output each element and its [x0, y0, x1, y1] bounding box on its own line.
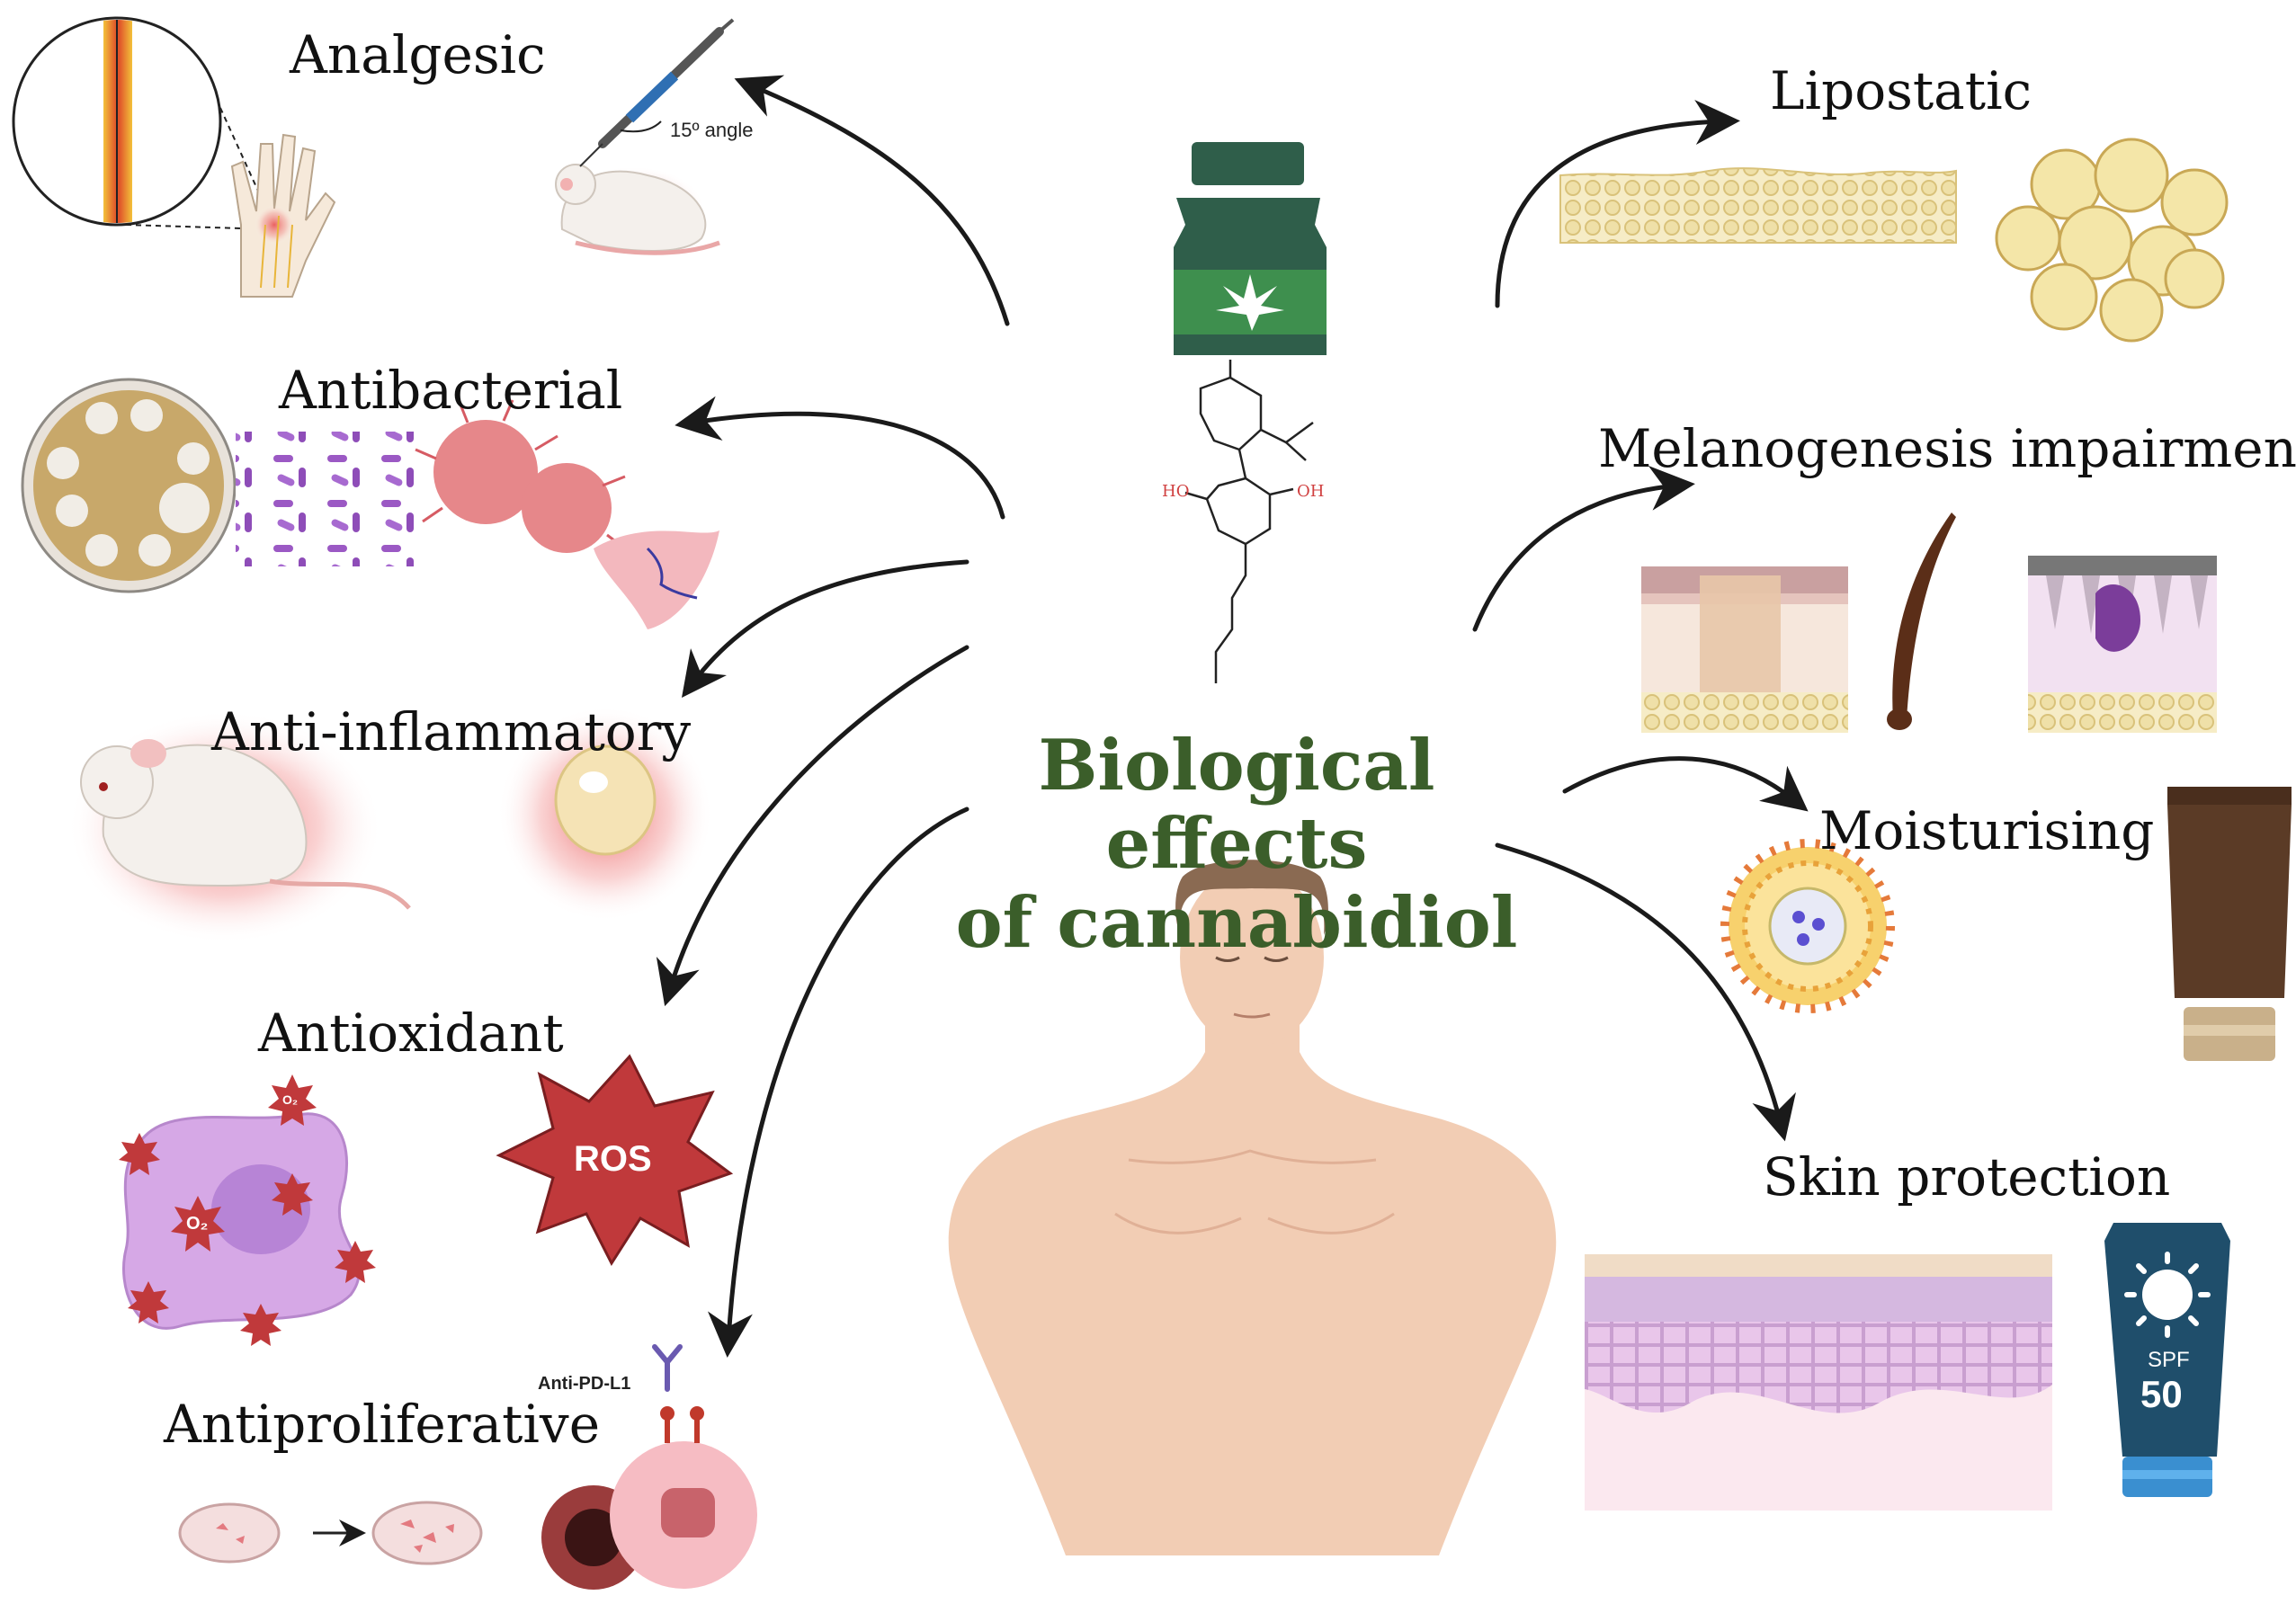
antibacterial-illustration: [21, 378, 719, 629]
arrow-antiproliferative: [707, 807, 969, 1358]
antioxidant-illustration: [119, 1054, 734, 1346]
moisturising-illustration: [1720, 787, 2292, 1061]
label-skin-protection: Skin protection: [1763, 1146, 2171, 1208]
anti-inflammatory-illustration: [67, 706, 713, 944]
label-moisturising: Moisturising: [1819, 800, 2155, 861]
mouse-injection-illustration: [555, 18, 735, 256]
ros-label: ROS: [574, 1139, 652, 1179]
arrows: [656, 75, 1809, 1358]
skin-protection-illustration: [1585, 1223, 2230, 1511]
arrow-melanogenesis: [1472, 465, 1695, 632]
arrow-analgesic: [734, 75, 1010, 326]
o2-label-1: O₂: [186, 1214, 208, 1234]
melanogenesis-illustration: [1641, 512, 2217, 733]
label-lipostatic: Lipostatic: [1770, 60, 2032, 121]
spf-label: SPF: [2148, 1348, 2190, 1372]
label-analgesic: Analgesic: [290, 24, 546, 85]
label-anti-inflammatory: Anti-inflammatory: [211, 701, 692, 762]
ros-starburst-icon: [496, 1054, 734, 1267]
antiproliferative-illustration: [178, 1344, 757, 1590]
arrow-skin-protection: [1495, 842, 1796, 1142]
arrow-lipostatic: [1495, 99, 1740, 308]
cbd-bottle-icon: [1174, 142, 1327, 355]
title-line-2: of cannabidiol: [955, 881, 1518, 964]
arrow-antibacterial: [675, 396, 1005, 520]
label-antibacterial: Antibacterial: [279, 360, 623, 421]
arrow-anti-inflammatory: [681, 559, 969, 698]
arrow-antioxidant: [656, 645, 969, 1007]
lipostatic-illustration: [1559, 138, 2229, 343]
anti-pdl1-label: Anti-PD-L1: [538, 1374, 630, 1394]
diagram-title: Biological effects of cannabidiol: [922, 726, 1551, 962]
o2-label-2: O₂: [282, 1092, 298, 1107]
antibody-icon: [652, 1344, 683, 1392]
human-torso-icon: [948, 860, 1557, 1555]
angle-annotation: 15º angle: [670, 119, 753, 141]
molecule-oh-label: OH: [1297, 482, 1324, 501]
analgesic-illustration: [12, 16, 336, 298]
cbd-molecule-icon: [1184, 360, 1314, 683]
sun-icon: [2124, 1252, 2211, 1338]
arrow-moisturising: [1562, 756, 1809, 812]
label-antioxidant: Antioxidant: [258, 1003, 564, 1064]
molecule-ho-label: HO: [1162, 482, 1189, 501]
cream-tube-icon: [2167, 787, 2292, 998]
title-line-1: Biological effects: [1038, 725, 1435, 886]
label-antiproliferative: Antiproliferative: [164, 1394, 601, 1455]
label-melanogenesis: Melanogenesis impairment: [1598, 418, 2296, 479]
spf-value-label: 50: [2140, 1373, 2183, 1415]
